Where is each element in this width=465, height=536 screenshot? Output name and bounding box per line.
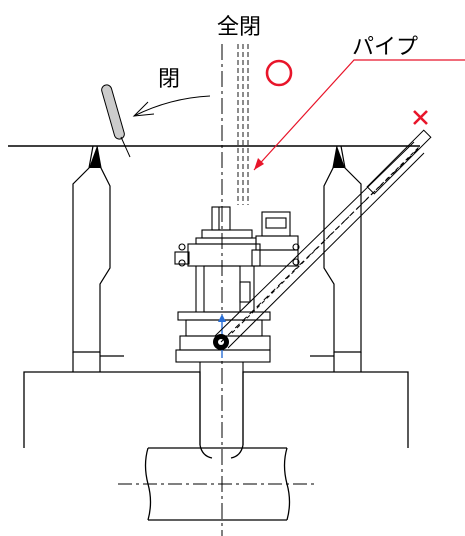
closing-arrow <box>132 95 211 117</box>
right-support <box>310 145 362 372</box>
pipe-label: パイプ <box>352 35 418 60</box>
closed-label: 閉 <box>158 67 180 92</box>
extension-pipe <box>214 129 432 349</box>
pipe-leader-line <box>253 59 465 171</box>
actuator-head <box>251 211 300 267</box>
valve-body <box>174 206 271 445</box>
left-support <box>72 145 124 372</box>
ok-mark <box>265 59 293 87</box>
ng-mark <box>413 110 428 125</box>
lever-handle <box>101 84 131 158</box>
main-pipe <box>144 444 291 521</box>
valve-stem-extension <box>237 44 249 205</box>
concrete-base <box>23 371 409 448</box>
fully-closed-label: 全閉 <box>217 15 261 40</box>
